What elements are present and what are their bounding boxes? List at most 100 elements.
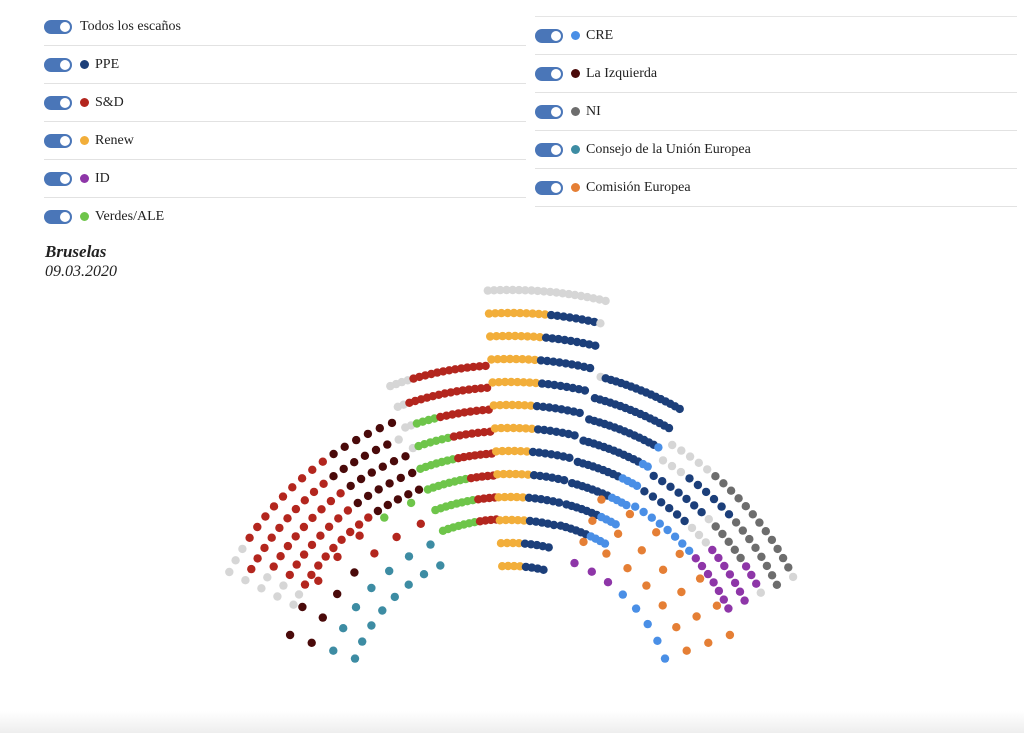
- seat-ni: [738, 526, 747, 535]
- seat-commission: [677, 587, 686, 597]
- seat-left: [387, 418, 397, 428]
- seat-ni: [767, 571, 777, 580]
- seat-empty: [231, 556, 240, 565]
- legend-row-ppe[interactable]: PPE: [44, 46, 526, 84]
- seat-empty: [596, 319, 605, 328]
- seat-council: [385, 566, 394, 576]
- toggle-switch[interactable]: [44, 171, 72, 186]
- seat-ppe: [554, 498, 564, 507]
- seat-renew: [525, 378, 534, 387]
- seat-renew: [510, 331, 520, 341]
- seat-commission: [642, 581, 651, 590]
- legend-row-commission[interactable]: Comisión Europea: [535, 169, 1017, 207]
- toggle-switch[interactable]: [535, 66, 563, 81]
- seat-renew: [528, 309, 537, 318]
- seat-ni: [741, 502, 750, 511]
- legend-left-column: Todos los escaños PPE S&D Renew ID Verde…: [44, 8, 526, 235]
- seat-sd: [269, 502, 279, 511]
- toggle-knob: [60, 21, 70, 32]
- toggle-switch[interactable]: [44, 209, 72, 224]
- legend-row-sd[interactable]: S&D: [44, 84, 526, 122]
- seat-renew: [496, 539, 506, 548]
- seat-sd: [297, 474, 307, 483]
- seat-id: [703, 569, 713, 579]
- seat-sd: [314, 576, 323, 585]
- seat-renew: [492, 447, 501, 456]
- toggle-switch[interactable]: [535, 180, 563, 195]
- seat-ppe: [690, 501, 699, 510]
- toggle-switch[interactable]: [535, 104, 563, 119]
- legend-row-renew[interactable]: Renew: [44, 122, 526, 160]
- seat-empty: [279, 581, 288, 590]
- seat-sd: [479, 428, 489, 437]
- seat-sd: [285, 570, 294, 580]
- seat-sd: [317, 505, 326, 514]
- seat-renew: [519, 516, 529, 525]
- seat-ppe: [536, 356, 546, 365]
- toggle-switch[interactable]: [44, 133, 72, 148]
- seat-empty: [238, 544, 247, 554]
- seat-cre: [647, 513, 656, 522]
- legend-row-id[interactable]: ID: [44, 160, 526, 198]
- seat-left: [363, 429, 373, 439]
- legend-row-greens[interactable]: Verdes/ALE: [44, 198, 526, 235]
- toggle-switch[interactable]: [44, 95, 72, 110]
- seat-renew: [487, 355, 496, 364]
- seat-sd: [314, 561, 323, 570]
- seat-id: [691, 554, 700, 563]
- legend-row-all[interactable]: Todos los escaños: [44, 8, 526, 46]
- seat-council: [351, 603, 361, 612]
- seat-ppe: [665, 504, 674, 513]
- toggle-switch[interactable]: [535, 28, 563, 43]
- seat-cre: [639, 507, 648, 517]
- seat-sd: [333, 552, 342, 562]
- seat-renew: [507, 515, 517, 525]
- seat-left: [333, 589, 342, 599]
- seat-empty: [489, 286, 499, 295]
- seat-ppe: [565, 313, 574, 322]
- seat-left: [329, 449, 338, 459]
- seat-empty: [273, 592, 282, 601]
- seat-sd: [321, 552, 330, 561]
- seat-ni: [757, 552, 766, 561]
- seat-left: [346, 481, 355, 491]
- seat-council: [404, 580, 413, 589]
- legend-row-ni[interactable]: NI: [535, 93, 1017, 131]
- seat-sd: [307, 540, 317, 550]
- seat-renew: [508, 400, 517, 410]
- seat-renew: [499, 354, 508, 364]
- seat-sd: [324, 522, 334, 531]
- seat-renew: [520, 401, 529, 410]
- seat-sd: [346, 527, 355, 537]
- seat-left: [383, 440, 392, 449]
- seat-renew: [523, 470, 533, 479]
- seat-ppe: [528, 447, 538, 457]
- toggle-switch[interactable]: [44, 57, 72, 72]
- legend-row-cre[interactable]: CRE: [535, 17, 1017, 55]
- seat-empty: [756, 588, 765, 597]
- seat-ppe: [534, 448, 544, 457]
- seat-commission: [712, 601, 722, 610]
- seat-left: [374, 485, 383, 494]
- seat-id: [603, 578, 613, 587]
- toggle-switch[interactable]: [535, 142, 563, 157]
- seat-ni: [767, 535, 777, 545]
- seat-sd: [260, 543, 269, 553]
- seat-empty: [685, 452, 695, 461]
- toggle-knob: [551, 68, 561, 79]
- legend-row-left[interactable]: La Izquierda: [535, 55, 1017, 93]
- seat-sd: [466, 407, 475, 416]
- seat-ppe: [575, 408, 584, 418]
- seat-sd: [354, 520, 364, 529]
- seat-left: [285, 630, 295, 640]
- legend-row-council[interactable]: Consejo de la Unión Europea: [535, 131, 1017, 169]
- seat-empty: [546, 287, 555, 297]
- seat-renew: [522, 447, 532, 456]
- toggle-switch[interactable]: [44, 19, 72, 34]
- seat-empty: [257, 584, 266, 593]
- seat-empty: [677, 446, 686, 455]
- seat-left: [298, 602, 307, 612]
- toggle-knob: [551, 182, 561, 193]
- seat-ppe: [674, 488, 683, 497]
- seat-ppe: [591, 341, 600, 350]
